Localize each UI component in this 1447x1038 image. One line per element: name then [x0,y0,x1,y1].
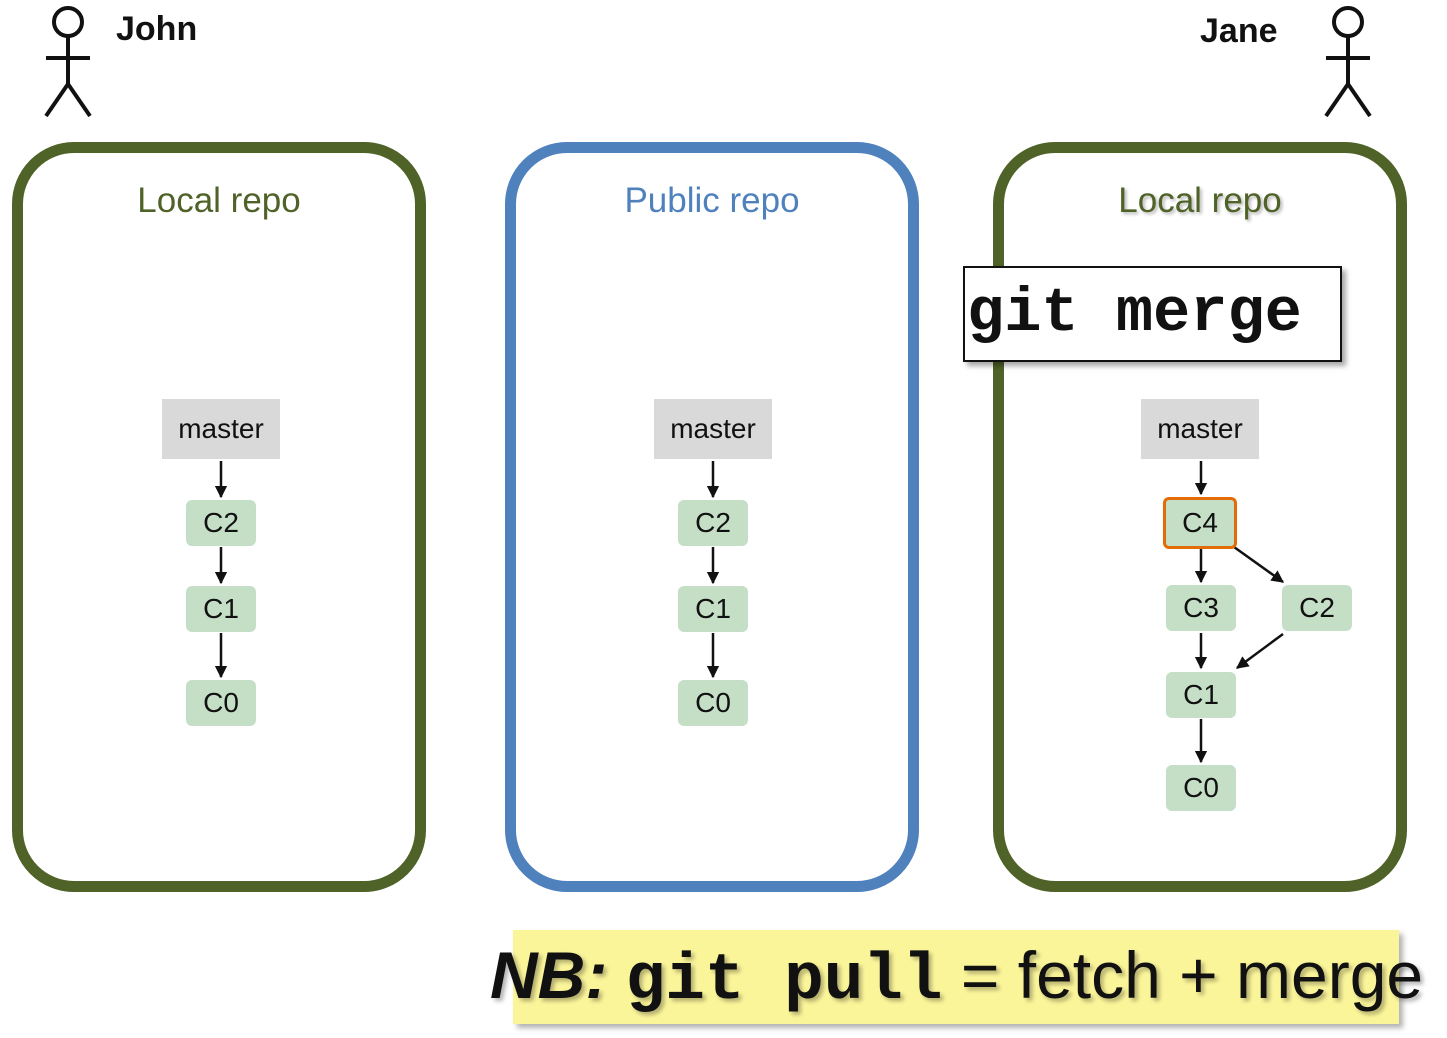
note-text: NB: git pull = fetch + merge [490,928,1423,1022]
note-command: git pull [625,943,943,1018]
note-label: NB: [490,938,608,1012]
person-name-john: John [116,10,198,48]
commit-c4-merge: C4 [1163,497,1237,549]
note-rest: = fetch + merge [960,938,1424,1012]
commit-c0: C0 [678,680,748,726]
person-jane-icon [1324,6,1372,118]
commit-c1: C1 [1166,672,1236,718]
branch-master: master [1141,399,1259,459]
branch-master: master [654,399,772,459]
commit-c3: C3 [1166,585,1236,631]
person-john-icon [44,6,92,118]
arrow [1233,545,1285,584]
git-merge-command: git merge [963,266,1342,362]
commit-c2: C2 [186,500,256,546]
note-highlight [513,930,1399,1024]
commit-c1: C1 [186,586,256,632]
arrow [1235,632,1284,670]
person-name-jane: Jane [1200,12,1278,50]
commit-c1: C1 [678,586,748,632]
branch-master: master [162,399,280,459]
repo-title: Local repo [137,181,301,220]
repo-title: Local repo [1118,181,1282,220]
commit-c2: C2 [678,500,748,546]
commit-c2: C2 [1282,585,1352,631]
repo-title: Public repo [624,181,800,220]
commit-c0: C0 [1166,765,1236,811]
commit-c0: C0 [186,680,256,726]
